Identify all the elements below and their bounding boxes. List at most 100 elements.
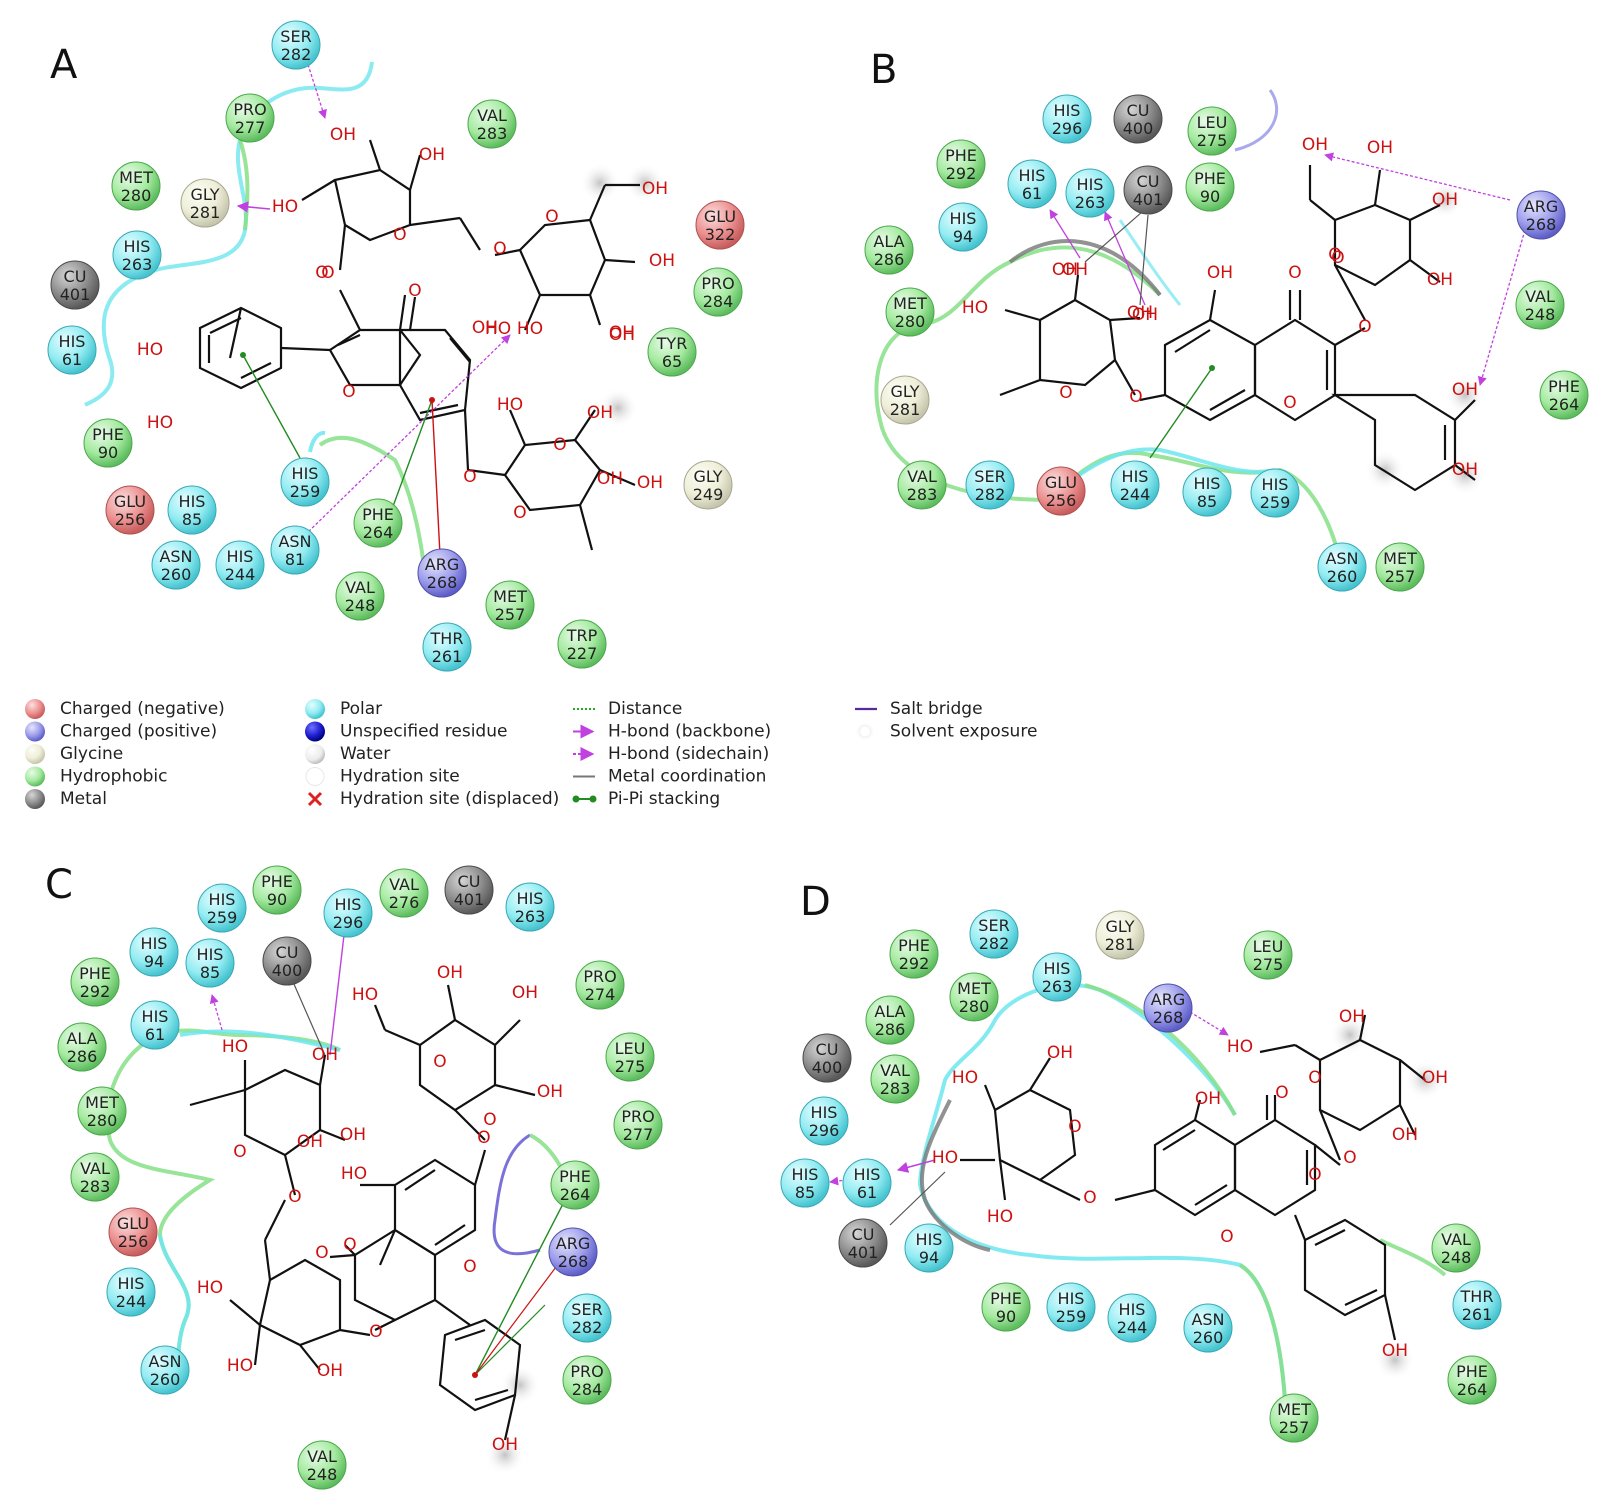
legend-label: Distance (608, 699, 682, 719)
residue-bubble (1042, 94, 1092, 144)
residue-name: PHE (92, 425, 124, 444)
residue-name: HIS (1054, 101, 1081, 120)
residue-name: MET (893, 294, 927, 313)
residue-name: HIS (292, 464, 319, 483)
pocket-outline (318, 435, 427, 576)
residue-bubble (106, 1267, 156, 1317)
ligand-atom-label: OH (1452, 380, 1478, 400)
legend-swatch-hydration (305, 767, 325, 786)
residue-number: 281 (1105, 935, 1136, 954)
residue-name: GLU (117, 1214, 149, 1233)
residue-number: 296 (809, 1121, 840, 1140)
residue-name: HIS (59, 332, 86, 351)
residue-bubble (1065, 168, 1115, 218)
residue-bubble (280, 457, 330, 507)
residue-name: GLU (704, 207, 736, 226)
pocket-outline (1238, 1263, 1287, 1401)
legend-label: Glycine (60, 744, 123, 764)
legend-label: Unspecified residue (340, 722, 507, 742)
residue-number: 280 (959, 997, 990, 1016)
ligand-atom-label: O (463, 1257, 476, 1277)
residue-name: PRO (233, 100, 266, 119)
pocket-outline (1048, 447, 1276, 502)
residue-bubble (1110, 460, 1160, 510)
ligand-atom-label: OH (419, 145, 445, 165)
ligand-atom-label: OH (609, 325, 635, 345)
ligand-atom-label: OH (1207, 263, 1233, 283)
residue-number: 275 (615, 1057, 646, 1076)
ligand-atom-label: OH (472, 318, 498, 338)
legend-swatch-negative (25, 699, 45, 719)
legend-swatch-displaced (307, 791, 323, 807)
residue-name: CU (1127, 101, 1150, 120)
residue-number: 263 (515, 907, 546, 926)
residue-bubble (548, 1227, 598, 1277)
legend-label: Pi-Pi stacking (608, 789, 720, 809)
ligand-atom-label: OH (1432, 190, 1458, 210)
residue-bubble (1032, 952, 1082, 1002)
ligand-atom-label: HO (272, 197, 298, 217)
ligand-atom-label: HO (352, 985, 378, 1005)
metal-coord-line (289, 974, 326, 1056)
residue-number: 260 (150, 1370, 181, 1389)
residue-number: 401 (60, 285, 91, 304)
residue-bubble (167, 485, 217, 535)
residue-name: ARG (556, 1234, 590, 1253)
residue-number: 257 (495, 605, 526, 624)
legend-label: Hydration site (340, 767, 460, 787)
ligand-atom-label: O (1059, 383, 1072, 403)
cation-pi-line (431, 399, 441, 556)
residue-number: 292 (80, 982, 111, 1001)
ligand-atom-label: O (1068, 1117, 1081, 1137)
residue-bubble (467, 99, 517, 149)
ligand-atom-label: HO (227, 1356, 253, 1376)
residue-name: CU (458, 872, 481, 891)
ligand-atom-label: O (433, 1052, 446, 1072)
ligand-atom-label: OH (312, 1045, 338, 1065)
hbond-line (896, 1159, 936, 1173)
residue-name: HIS (517, 889, 544, 908)
residue-name: CU (64, 267, 87, 286)
residue-bubble (550, 1160, 600, 1210)
residue-bubble (575, 960, 625, 1010)
residue-bubble (683, 460, 733, 510)
panel-label-c: C (45, 862, 73, 908)
residue-name: HIS (854, 1165, 881, 1184)
residue-bubble (1187, 106, 1237, 156)
residue-bubble (252, 865, 302, 915)
residue-bubble (271, 20, 321, 70)
ligand-atom-label: OH (1132, 305, 1158, 325)
residue-name: HIS (1044, 959, 1071, 978)
residue-bubble (108, 1207, 158, 1257)
residue-number: 322 (705, 225, 736, 244)
ligand-atom-label: HO (485, 319, 511, 339)
residue-bubble (981, 1282, 1031, 1332)
residue-name: SER (571, 1300, 602, 1319)
residue-bubble (262, 936, 312, 986)
residue-number: 292 (946, 164, 977, 183)
ligand-atom-label: HO (147, 413, 173, 433)
legend-label: Metal coordination (608, 767, 766, 787)
residue-bubble (949, 972, 999, 1022)
